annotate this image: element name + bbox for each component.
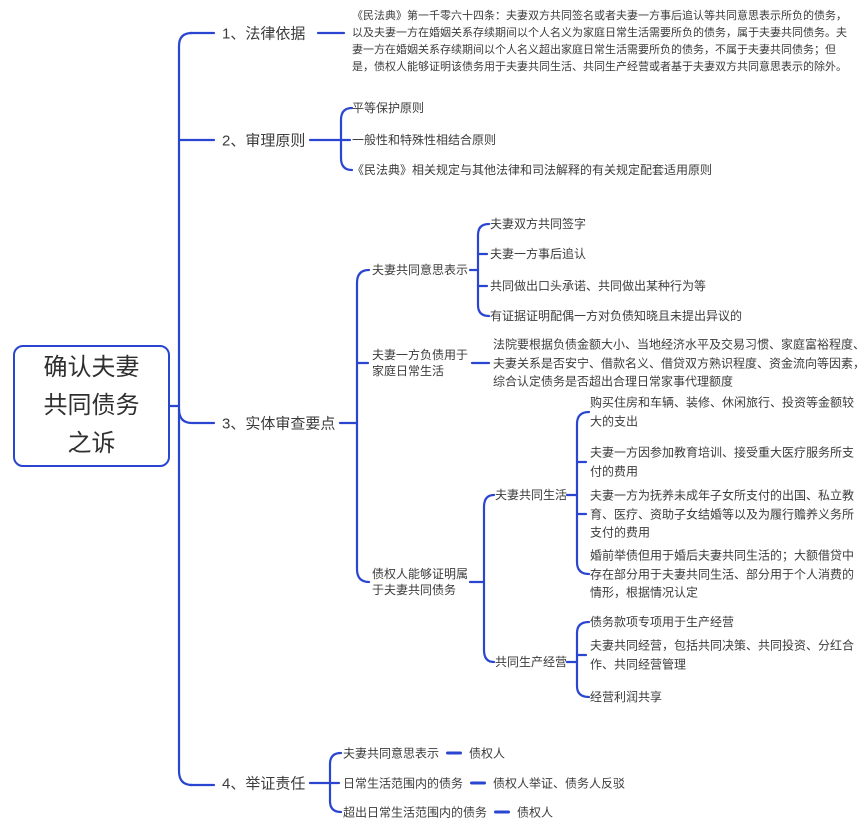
joint-life-item[interactable]: 夫妻一方因参加教育培训、接受重大医疗服务所支付的费用 (590, 445, 855, 479)
branch-substantive-review[interactable]: 3、实体审查要点 (222, 415, 336, 433)
proof-row-value[interactable]: 债权人 (469, 746, 506, 761)
proof-row-label[interactable]: 日常生活范围内的债务 (343, 776, 464, 791)
sub-joint-life[interactable]: 夫妻共同生活 (495, 487, 568, 502)
joint-life-item[interactable]: 婚前举债但用于婚后夫妻共同生活的；大额借贷中存在部分用于夫妻共同生活、部分用于个… (590, 548, 855, 600)
joint-intent-item[interactable]: 夫妻一方事后追认 (490, 246, 587, 261)
proof-row-label[interactable]: 夫妻共同意思表示 (343, 746, 440, 761)
daily-life-debt-content[interactable]: 法院要根据负债金额大小、当地经济水平及交易习惯、家庭富裕程度、夫妻关系是否安宁、… (493, 337, 865, 389)
proof-row: 夫妻共同意思表示 债权人 (343, 745, 505, 762)
proof-row: 超出日常生活范围内的债务 债权人 (343, 804, 553, 821)
branch-legal-basis[interactable]: 1、法律依据 (222, 25, 306, 43)
principle-item[interactable]: 平等保护原则 (352, 100, 425, 115)
row-connector-dash (470, 781, 487, 785)
row-connector-dash (494, 810, 511, 814)
joint-intent-item[interactable]: 夫妻双方共同签字 (490, 216, 587, 231)
connectors (168, 31, 591, 814)
legal-basis-content[interactable]: 《民法典》第一千零六十四条：夫妻双方共同签名或者夫妻一方事后追认等共同意思表示所… (352, 10, 847, 73)
joint-business-item[interactable]: 债务款项专项用于生产经营 (590, 614, 735, 629)
root-node[interactable]: 确认夫妻共同债务之诉 (13, 345, 170, 467)
joint-business-item[interactable]: 夫妻共同经营，包括共同决策、共同投资、分红合作、共同经营管理 (590, 638, 855, 672)
sub-joint-intent[interactable]: 夫妻共同意思表示 (372, 262, 469, 277)
joint-life-item[interactable]: 夫妻一方为抚养未成年子女所支付的出国、私立教育、医疗、资助子女结婚等以及为履行赡… (590, 488, 855, 540)
branch-burden-of-proof[interactable]: 4、举证责任 (222, 775, 306, 793)
row-connector-dash (446, 751, 463, 755)
proof-row-value[interactable]: 债权人 (517, 805, 554, 820)
sub-creditor-proof[interactable]: 债权人能够证明属于夫妻共同债务 (372, 567, 469, 597)
principle-item[interactable]: 一般性和特殊性相结合原则 (352, 132, 497, 147)
joint-intent-item[interactable]: 共同做出口头承诺、共同做出某种行为等 (490, 278, 707, 293)
sub-joint-business[interactable]: 共同生产经营 (495, 654, 568, 669)
joint-intent-item[interactable]: 有证据证明配偶一方对负债知晓且未提出异议的 (490, 308, 743, 323)
proof-row-value[interactable]: 债权人举证、债务人反驳 (493, 776, 626, 791)
joint-business-item[interactable]: 经营利润共享 (590, 689, 663, 704)
proof-row: 日常生活范围内的债务 债权人举证、债务人反驳 (343, 775, 625, 792)
branch-trial-principles[interactable]: 2、审理原则 (222, 132, 306, 150)
principle-item[interactable]: 《民法典》相关规定与其他法律和司法解释的有关规定配套适用原则 (352, 162, 713, 177)
sub-daily-life-debt[interactable]: 夫妻一方负债用于家庭日常生活 (372, 348, 469, 378)
joint-life-item[interactable]: 购买住房和车辆、装修、休闲旅行、投资等金额较大的支出 (590, 395, 855, 429)
root-title: 确认夫妻共同债务之诉 (43, 354, 140, 457)
proof-row-label[interactable]: 超出日常生活范围内的债务 (343, 805, 488, 820)
